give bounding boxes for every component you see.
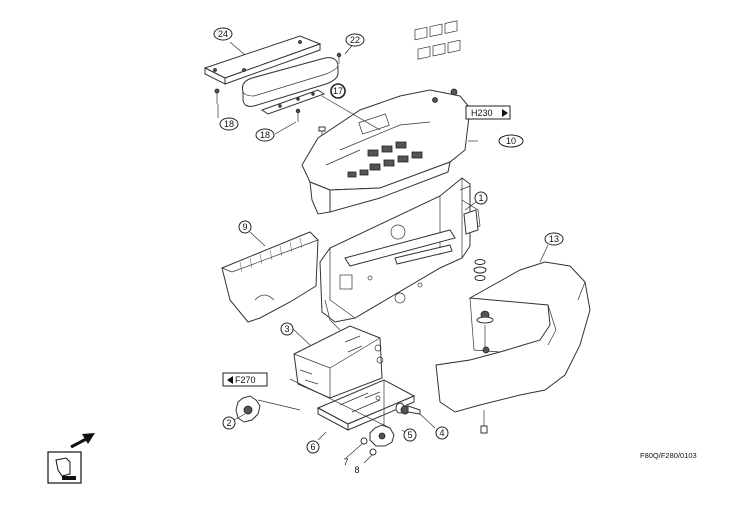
callout-18-upper: 18 — [219, 117, 239, 131]
callout-18-lower: 18 — [255, 128, 275, 142]
svg-text:2: 2 — [226, 418, 231, 428]
svg-text:F270: F270 — [235, 375, 256, 385]
svg-text:5: 5 — [407, 430, 412, 440]
part-24-cover-plate — [203, 35, 322, 85]
callout-13: 13 — [544, 232, 564, 246]
callout-5: 5 — [403, 428, 417, 442]
callout-24: 24 — [213, 27, 233, 41]
svg-text:H230: H230 — [471, 108, 493, 118]
callout-3: 3 — [280, 322, 294, 336]
callout-2: 2 — [222, 416, 236, 430]
svg-text:17: 17 — [333, 86, 343, 96]
reference-box-f270[interactable]: F270 — [222, 372, 268, 387]
part-3-bracket — [293, 299, 384, 399]
svg-text:18: 18 — [224, 119, 234, 129]
part-9-side-panel — [221, 231, 319, 323]
reference-box-h230[interactable]: H230 — [465, 105, 511, 120]
small-fasteners — [360, 402, 421, 456]
svg-text:8: 8 — [354, 465, 359, 475]
callout-7: 7 — [343, 457, 348, 467]
callout-17: 17 — [330, 83, 346, 99]
leader-lines — [217, 41, 549, 464]
callout-6: 6 — [306, 440, 320, 454]
svg-text:1: 1 — [478, 193, 483, 203]
part-10-control-console — [301, 20, 471, 215]
svg-text:18: 18 — [260, 130, 270, 140]
callout-1: 1 — [474, 191, 488, 205]
svg-text:7: 7 — [343, 457, 348, 467]
svg-text:6: 6 — [310, 442, 315, 452]
direction-arrow-icon — [70, 433, 95, 449]
screws-upper — [214, 52, 458, 150]
svg-text:3: 3 — [284, 324, 289, 334]
part-2-knob — [235, 395, 301, 423]
svg-text:4: 4 — [439, 428, 444, 438]
part-6-base-plate — [316, 379, 416, 431]
svg-text:13: 13 — [549, 234, 559, 244]
callout-10: 10 — [498, 134, 524, 148]
part-13-rear-cover — [435, 261, 591, 434]
part-5-knob — [369, 380, 395, 447]
part-17-bracket — [260, 89, 326, 115]
svg-text:24: 24 — [218, 29, 228, 39]
seat-view-icon — [47, 451, 82, 484]
armrest-pad — [241, 57, 339, 107]
svg-text:9: 9 — [242, 222, 247, 232]
part-1-main-frame — [319, 177, 481, 323]
drawing-code: F80Q/F280/0103 — [640, 451, 697, 460]
callout-9: 9 — [238, 220, 252, 234]
callout-8: 8 — [354, 465, 359, 475]
callout-22: 22 — [345, 33, 365, 47]
svg-text:10: 10 — [506, 136, 516, 146]
callout-4: 4 — [435, 426, 449, 440]
svg-text:22: 22 — [350, 35, 360, 45]
frame-bolts — [473, 259, 487, 281]
